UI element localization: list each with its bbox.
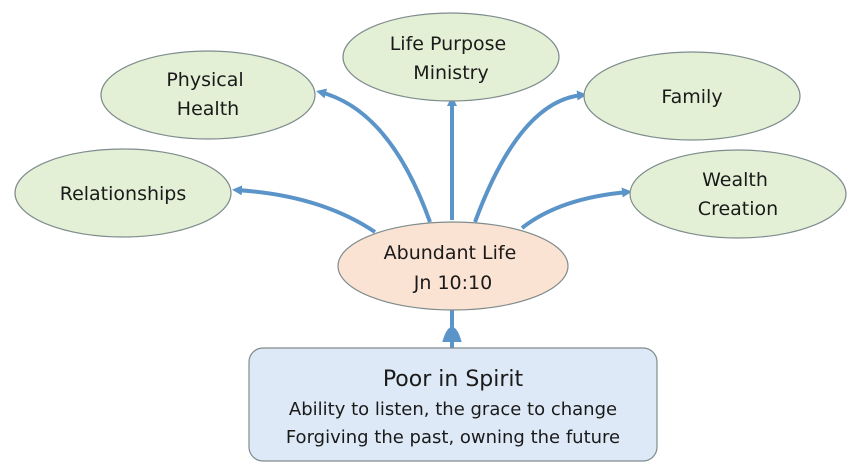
base-title: Poor in Spirit — [383, 367, 524, 392]
node-abundant-life-label: Abundant Life Jn 10:10 — [384, 242, 523, 294]
base-line-1: Ability to listen, the grace to change — [289, 399, 617, 420]
node-life-purpose: Life Purpose Ministry — [342, 12, 560, 102]
node-relationships: Relationships — [14, 148, 232, 238]
node-relationships-line-1: Relationships — [60, 183, 187, 205]
node-abundant-life-line-1: Abundant Life — [384, 242, 517, 264]
node-wealth-creation-line-1: Wealth — [702, 169, 768, 191]
node-wealth-creation-line-2: Creation — [698, 198, 778, 220]
node-abundant-life-line-2: Jn 10:10 — [413, 272, 492, 294]
arrow-to-physical-health — [316, 88, 432, 223]
node-life-purpose-line-2: Ministry — [413, 62, 488, 84]
arrow-to-family — [473, 90, 587, 223]
node-family-shape — [583, 51, 801, 141]
node-life-purpose-shape — [342, 12, 560, 102]
node-relationships-shape — [14, 148, 232, 238]
base-line-2: Forgiving the past, owning the future — [286, 427, 620, 448]
node-wealth-creation: Wealth Creation — [629, 149, 847, 239]
node-abundant-life-shape — [337, 221, 569, 311]
node-relationships-label: Relationships — [60, 183, 187, 205]
node-family-line-1: Family — [661, 86, 722, 108]
arrow-to-wealth-creation — [520, 187, 632, 230]
node-physical-health: Physical Health — [100, 50, 316, 140]
base-connector — [442, 308, 462, 348]
node-physical-health-shape — [100, 50, 316, 140]
node-life-purpose-line-1: Life Purpose — [390, 33, 507, 55]
node-physical-health-line-2: Health — [177, 98, 239, 120]
node-life-purpose-label: Life Purpose Ministry — [390, 33, 513, 84]
node-family: Family — [583, 51, 801, 141]
node-wealth-creation-shape — [629, 149, 847, 239]
base-box: Poor in Spirit Ability to listen, the gr… — [248, 347, 658, 462]
node-physical-health-label: Physical Health — [166, 69, 249, 120]
node-family-label: Family — [661, 86, 722, 108]
node-abundant-life: Abundant Life Jn 10:10 — [337, 221, 569, 311]
arrow-to-relationships — [232, 185, 377, 234]
base-box-shape — [248, 347, 658, 462]
node-wealth-creation-label: Wealth Creation — [698, 169, 778, 220]
node-physical-health-line-1: Physical — [166, 69, 243, 91]
connector-arrows — [232, 88, 632, 348]
